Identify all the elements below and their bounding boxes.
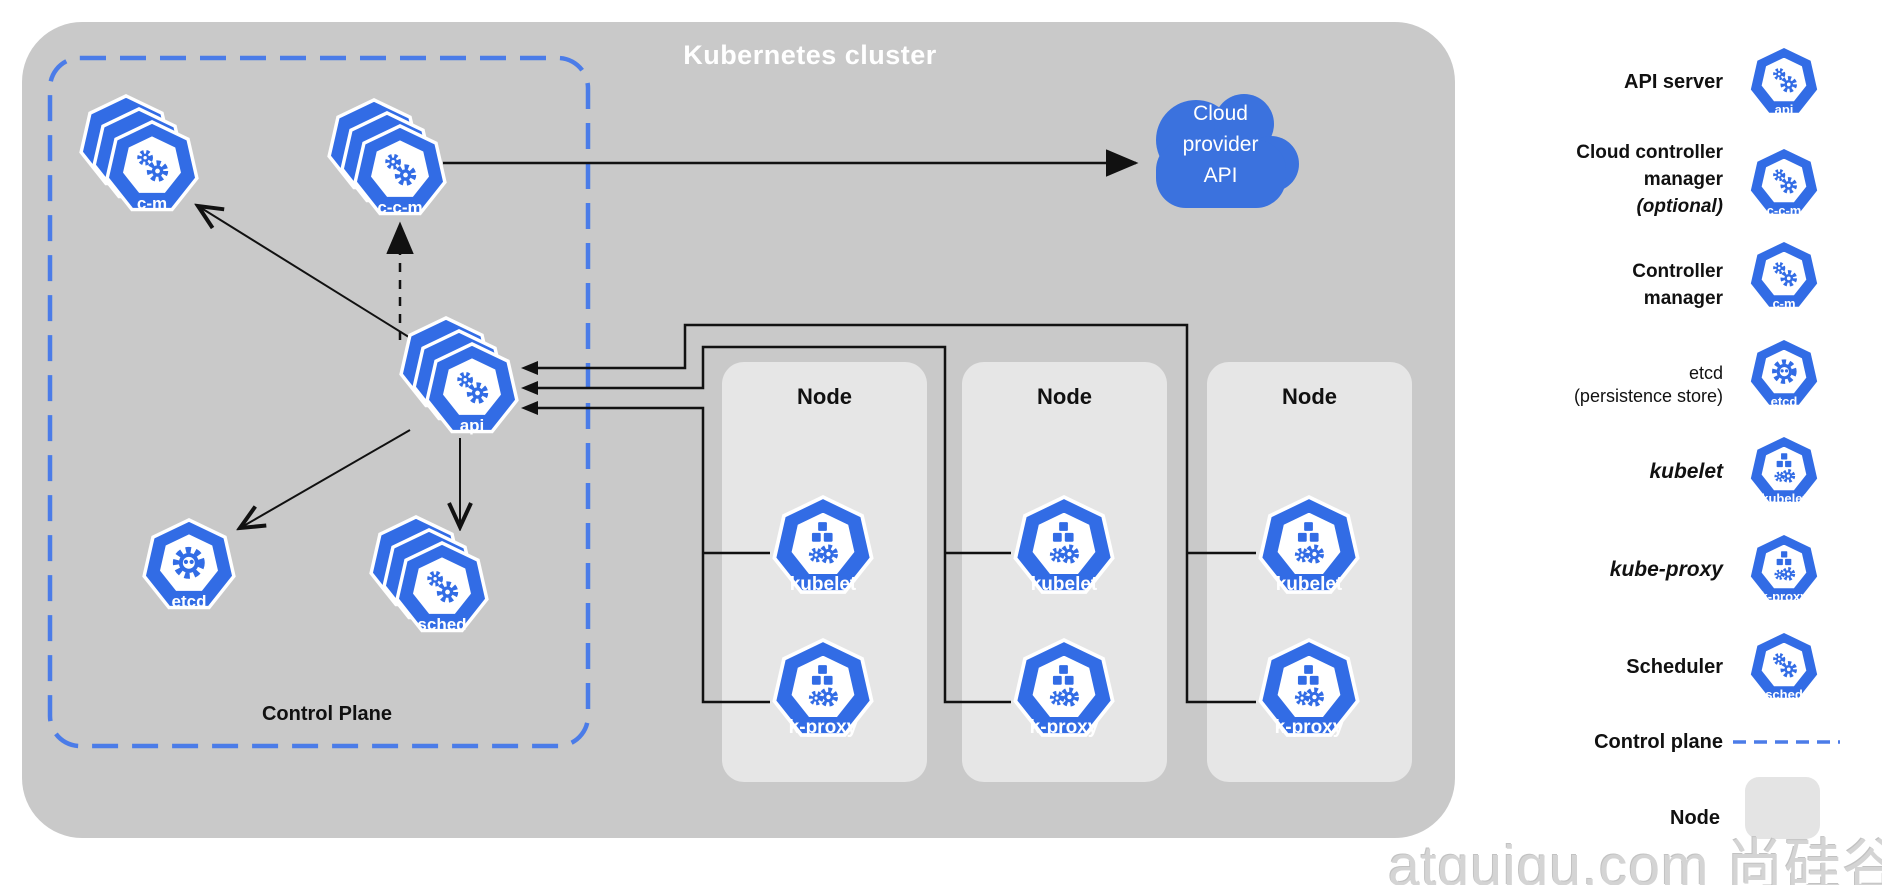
gears-icon xyxy=(1772,68,1797,93)
api-server-icon: api xyxy=(424,342,520,438)
node3-kubelet-icon-label: kubelet xyxy=(1275,574,1343,596)
legend-control-plane-label: Control plane xyxy=(1594,731,1723,753)
cloud-provider-api: Cloud provider API xyxy=(1138,82,1303,212)
node-3-label: Node xyxy=(1282,384,1337,409)
legend-node-box xyxy=(1745,777,1820,839)
legend-kube-proxy-label: kube-proxy xyxy=(1609,558,1723,581)
cloud-icon xyxy=(1156,94,1299,208)
cubes-and-gears-icon xyxy=(809,665,839,707)
etcd-icon: etcd xyxy=(141,518,237,614)
node1-kubelet-icon-label: kubelet xyxy=(789,574,857,596)
legend-controller-manager-icon: c-m xyxy=(1747,239,1821,313)
cluster-title: Kubernetes cluster xyxy=(683,40,937,70)
node2-kubelet-icon: kubelet xyxy=(1012,495,1116,599)
gears-icon xyxy=(1772,262,1797,287)
cubes-and-gears-icon xyxy=(1295,522,1325,564)
scheduler-icon-label: sched xyxy=(417,614,467,634)
gears-icon xyxy=(1772,169,1797,194)
node1-kproxy-icon-label: k-proxy xyxy=(788,717,858,739)
node2-kproxy-icon: k-proxy xyxy=(1012,638,1116,742)
gears-icon xyxy=(137,150,169,183)
node3-kproxy-icon-label: k-proxy xyxy=(1274,717,1344,739)
wire-api-node3 xyxy=(536,323,1256,704)
legend-controller-manager-label: Controller manager xyxy=(1632,261,1723,309)
legend-cloud-controller-manager-icon: c-c-m xyxy=(1747,146,1821,220)
arrowhead-into-api-3 xyxy=(521,401,538,415)
gears-icon xyxy=(457,372,489,405)
gears-icon xyxy=(1772,653,1797,678)
control-plane-label: Control Plane xyxy=(261,703,392,725)
cubes-and-gears-icon xyxy=(1774,551,1795,581)
arrow-api-to-etcd xyxy=(240,429,411,528)
node1-kproxy-icon: k-proxy xyxy=(771,638,875,742)
etcd-icon-label: etcd xyxy=(171,591,207,611)
cubes-and-gears-icon xyxy=(1774,453,1795,483)
cloud-controller-manager-icon: c-c-m xyxy=(352,124,448,220)
cloud-controller-manager-icon-label: c-c-m xyxy=(377,197,423,217)
etcd-gear-face-icon xyxy=(173,547,205,580)
node1-kubelet-icon: kubelet xyxy=(771,495,875,599)
cloud-provider-api-label: Cloud provider API xyxy=(1182,102,1259,187)
arrowhead-into-api-2 xyxy=(521,381,538,395)
legend-cloud-controller-manager-label: Cloud controller manager (optional) xyxy=(1576,142,1723,217)
etcd-gear-face-icon xyxy=(1771,359,1797,385)
legend-scheduler-label: Scheduler xyxy=(1626,656,1723,678)
legend-etcd-icon: etcd xyxy=(1747,337,1821,411)
cubes-and-gears-icon xyxy=(809,522,839,564)
watermark: atguigu.com 尚硅谷 xyxy=(1388,834,1882,885)
wire-api-node1 xyxy=(536,406,770,704)
node3-kproxy-icon: k-proxy xyxy=(1257,638,1361,742)
legend-node-label: Node xyxy=(1670,807,1720,829)
scheduler-icon: sched xyxy=(394,541,490,637)
legend-kubelet-icon: kubelet xyxy=(1747,434,1821,508)
legend-api-server-label: API server xyxy=(1624,71,1723,93)
cubes-and-gears-icon xyxy=(1295,665,1325,707)
legend-etcd-label: etcd (persistence store) xyxy=(1573,363,1723,406)
wire-api-node2 xyxy=(536,345,1011,704)
node-1-label: Node xyxy=(797,384,852,409)
node2-kubelet-icon-label: kubelet xyxy=(1030,574,1098,596)
node3-kubelet-icon: kubelet xyxy=(1257,495,1361,599)
arrowhead-into-api-1 xyxy=(521,361,538,375)
gears-icon xyxy=(385,154,417,187)
node2-kproxy-icon-label: k-proxy xyxy=(1029,717,1099,739)
legend-scheduler-icon: sched xyxy=(1747,630,1821,704)
cubes-and-gears-icon xyxy=(1050,522,1080,564)
arrow-api-to-cm xyxy=(198,206,421,345)
controller-manager-icon: c-m xyxy=(104,120,200,216)
legend-api-server-icon: api xyxy=(1747,45,1821,119)
cubes-and-gears-icon xyxy=(1050,665,1080,707)
controller-manager-icon-label: c-m xyxy=(136,193,168,213)
legend-kube-proxy-icon: k-proxy xyxy=(1747,532,1821,606)
legend-kubelet-label: kubelet xyxy=(1649,460,1723,483)
api-server-icon-label: api xyxy=(459,415,485,435)
node-2-label: Node xyxy=(1037,384,1092,409)
gears-icon xyxy=(427,571,459,604)
